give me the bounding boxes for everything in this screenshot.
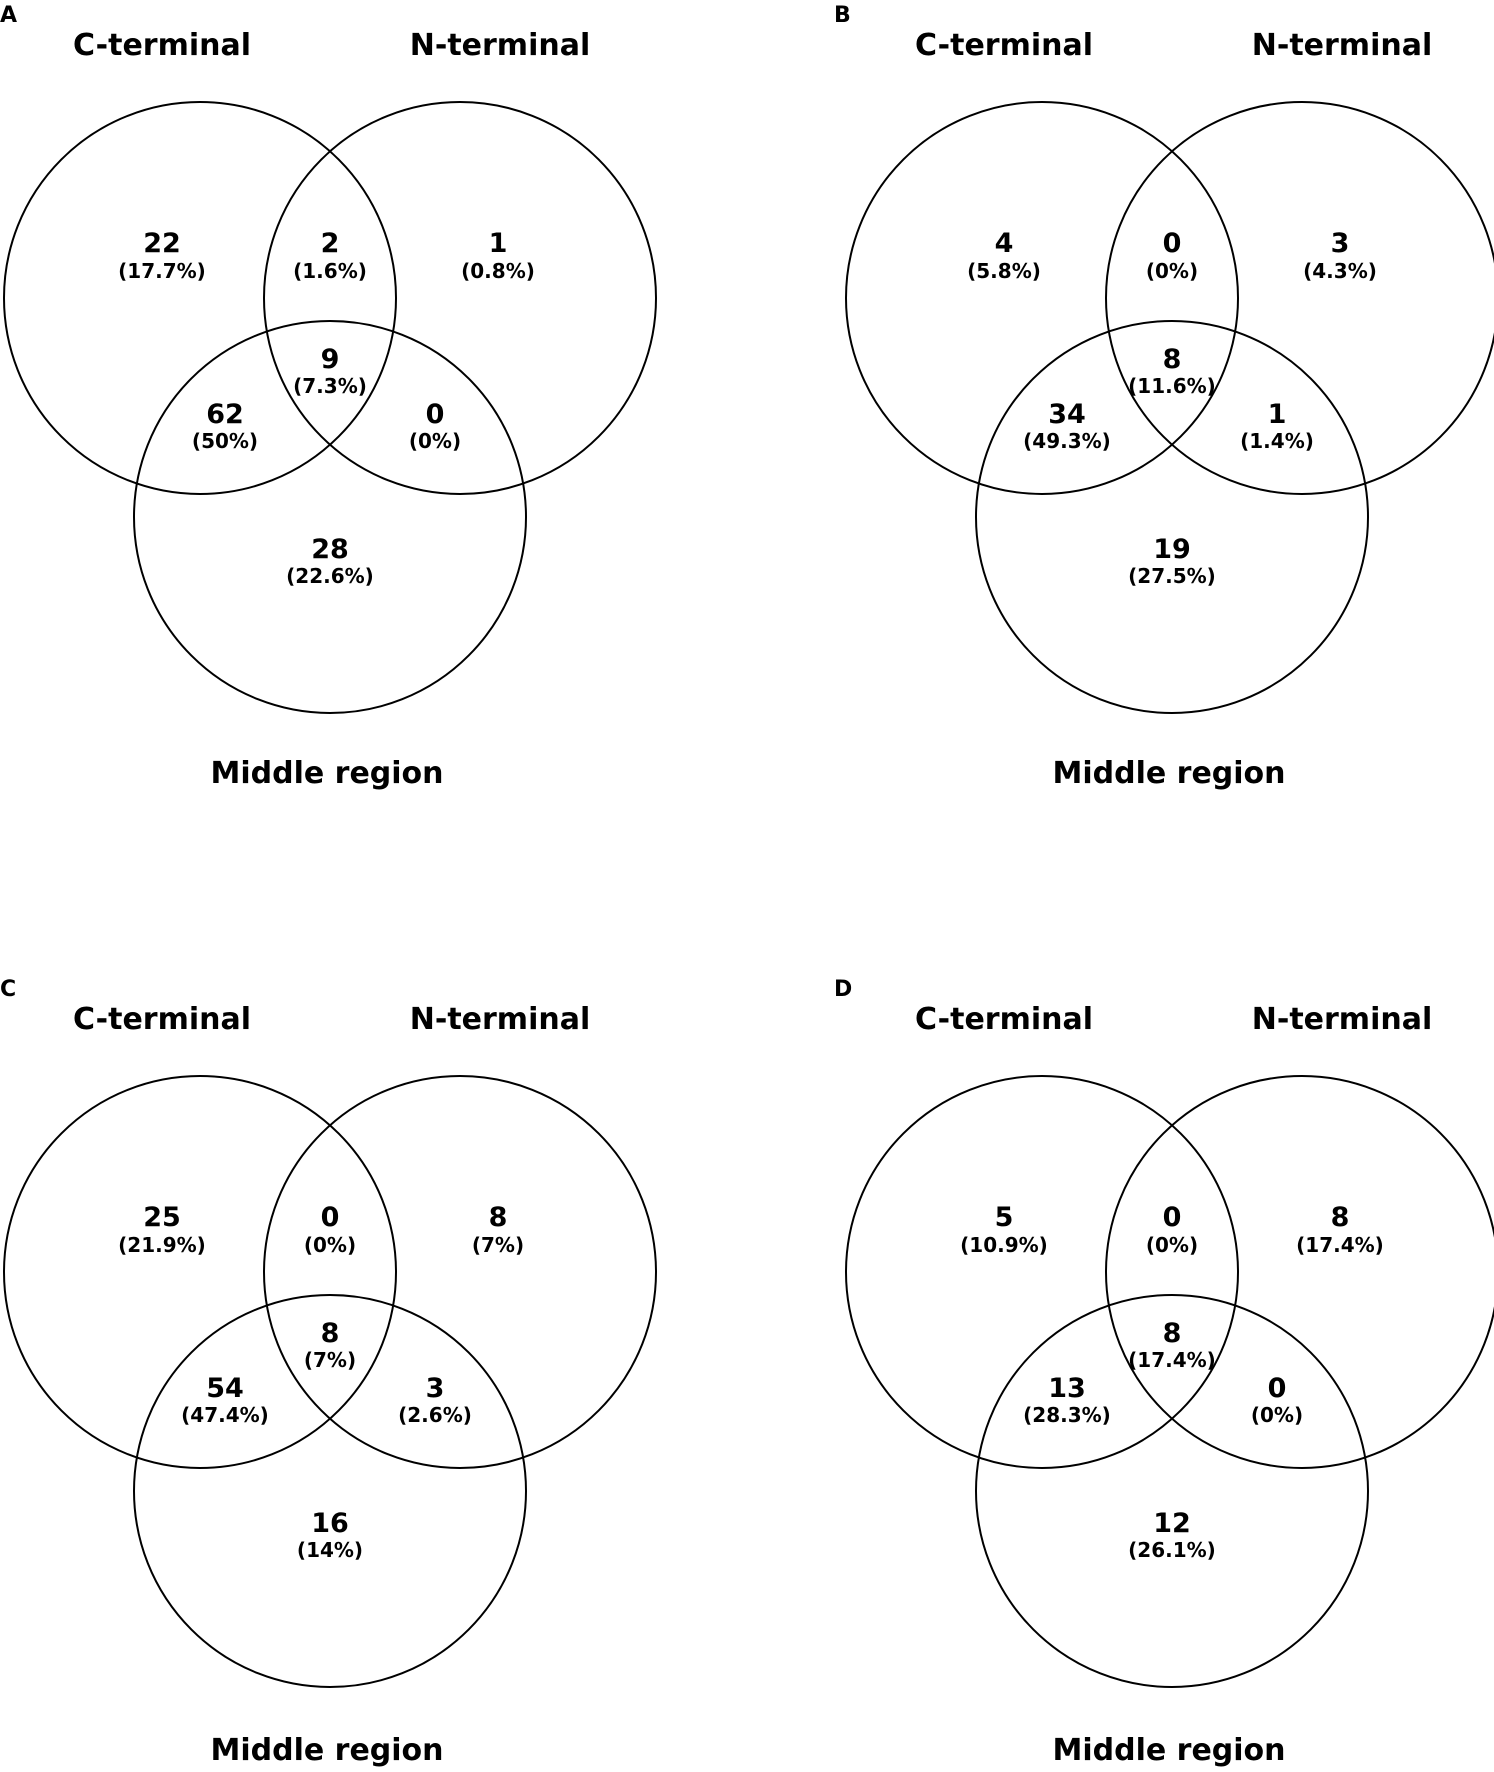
cnm-percent: (7%): [304, 1348, 356, 1372]
panel-letter: B: [834, 3, 851, 28]
cm-percent: (50%): [192, 429, 258, 453]
nm-percent: (1.4%): [1240, 429, 1314, 453]
cnm-count: 8: [1163, 1318, 1182, 1349]
cnm-percent: (17.4%): [1128, 1348, 1216, 1372]
middle-region-circle: [975, 1294, 1369, 1688]
middle-region-label: Middle region: [1052, 1733, 1285, 1768]
nm-count: 1: [1268, 399, 1287, 430]
n-only-percent: (17.4%): [1296, 1233, 1384, 1257]
cnm-percent: (11.6%): [1128, 374, 1216, 398]
c-terminal-circle: [3, 1075, 397, 1469]
cnm-percent: (7.3%): [293, 374, 367, 398]
n-terminal-label: N-terminal: [410, 1002, 590, 1037]
nm-percent: (2.6%): [398, 1403, 472, 1427]
n-terminal-label: N-terminal: [1252, 1002, 1432, 1037]
n-terminal-circle: [1105, 101, 1494, 495]
m-only-percent: (14%): [297, 1538, 363, 1562]
cn-percent: (1.6%): [293, 259, 367, 283]
cn-count: 0: [1163, 228, 1182, 259]
c-terminal-label: C-terminal: [73, 1002, 251, 1037]
cm-count: 54: [206, 1373, 244, 1404]
cm-count: 62: [206, 399, 244, 430]
c-only-percent: (10.9%): [960, 1233, 1048, 1257]
middle-region-label: Middle region: [1052, 756, 1285, 791]
panel-letter: A: [0, 3, 17, 28]
cm-percent: (49.3%): [1023, 429, 1111, 453]
panel-c: C C-terminal N-terminal 25 (21.9%) 0 (0%…: [0, 977, 657, 1768]
cn-count: 0: [321, 1202, 340, 1233]
cnm-count: 9: [321, 344, 340, 375]
cn-percent: (0%): [1146, 259, 1198, 283]
panel-a: A C-terminal N-terminal 22 (17.7%) 2 (1.…: [0, 3, 657, 791]
c-only-count: 5: [995, 1202, 1014, 1233]
m-only-count: 19: [1153, 534, 1191, 565]
c-terminal-label: C-terminal: [915, 28, 1093, 63]
nm-percent: (0%): [409, 429, 461, 453]
nm-percent: (0%): [1251, 1403, 1303, 1427]
n-only-percent: (4.3%): [1303, 259, 1377, 283]
middle-region-circle: [975, 320, 1369, 714]
panel-letter: D: [834, 977, 852, 1002]
m-only-percent: (27.5%): [1128, 564, 1216, 588]
n-only-count: 3: [1331, 228, 1350, 259]
n-terminal-label: N-terminal: [1252, 28, 1432, 63]
middle-region-label: Middle region: [210, 756, 443, 791]
n-terminal-circle: [263, 101, 657, 495]
cn-percent: (0%): [1146, 1233, 1198, 1257]
cnm-count: 8: [321, 1318, 340, 1349]
c-terminal-label: C-terminal: [915, 1002, 1093, 1037]
nm-count: 3: [426, 1373, 445, 1404]
panel-d: D C-terminal N-terminal 5 (10.9%) 0 (0%)…: [834, 977, 1494, 1768]
cm-percent: (47.4%): [181, 1403, 269, 1427]
n-only-count: 1: [489, 228, 508, 259]
nm-count: 0: [1268, 1373, 1287, 1404]
cm-count: 34: [1048, 399, 1086, 430]
n-only-percent: (0.8%): [461, 259, 535, 283]
c-terminal-label: C-terminal: [73, 28, 251, 63]
m-only-percent: (26.1%): [1128, 1538, 1216, 1562]
cn-count: 0: [1163, 1202, 1182, 1233]
m-only-count: 28: [311, 534, 349, 565]
c-only-count: 25: [143, 1202, 181, 1233]
n-only-count: 8: [489, 1202, 508, 1233]
c-terminal-circle: [3, 101, 397, 495]
n-terminal-circle: [1105, 1075, 1494, 1469]
cn-percent: (0%): [304, 1233, 356, 1257]
c-terminal-circle: [845, 101, 1239, 495]
c-only-count: 22: [143, 228, 181, 259]
c-only-percent: (5.8%): [967, 259, 1041, 283]
m-only-percent: (22.6%): [286, 564, 374, 588]
nm-count: 0: [426, 399, 445, 430]
cnm-count: 8: [1163, 344, 1182, 375]
middle-region-circle: [133, 320, 527, 714]
m-only-count: 16: [311, 1508, 349, 1539]
n-terminal-label: N-terminal: [410, 28, 590, 63]
middle-region-label: Middle region: [210, 1733, 443, 1768]
middle-region-circle: [133, 1294, 527, 1688]
c-only-percent: (21.9%): [118, 1233, 206, 1257]
c-terminal-circle: [845, 1075, 1239, 1469]
cm-count: 13: [1048, 1373, 1086, 1404]
n-only-count: 8: [1331, 1202, 1350, 1233]
cm-percent: (28.3%): [1023, 1403, 1111, 1427]
panel-letter: C: [0, 977, 16, 1002]
n-terminal-circle: [263, 1075, 657, 1469]
m-only-count: 12: [1153, 1508, 1191, 1539]
panel-b: B C-terminal N-terminal 4 (5.8%) 0 (0%) …: [834, 3, 1494, 791]
c-only-percent: (17.7%): [118, 259, 206, 283]
n-only-percent: (7%): [472, 1233, 524, 1257]
c-only-count: 4: [995, 228, 1014, 259]
cn-count: 2: [321, 228, 340, 259]
